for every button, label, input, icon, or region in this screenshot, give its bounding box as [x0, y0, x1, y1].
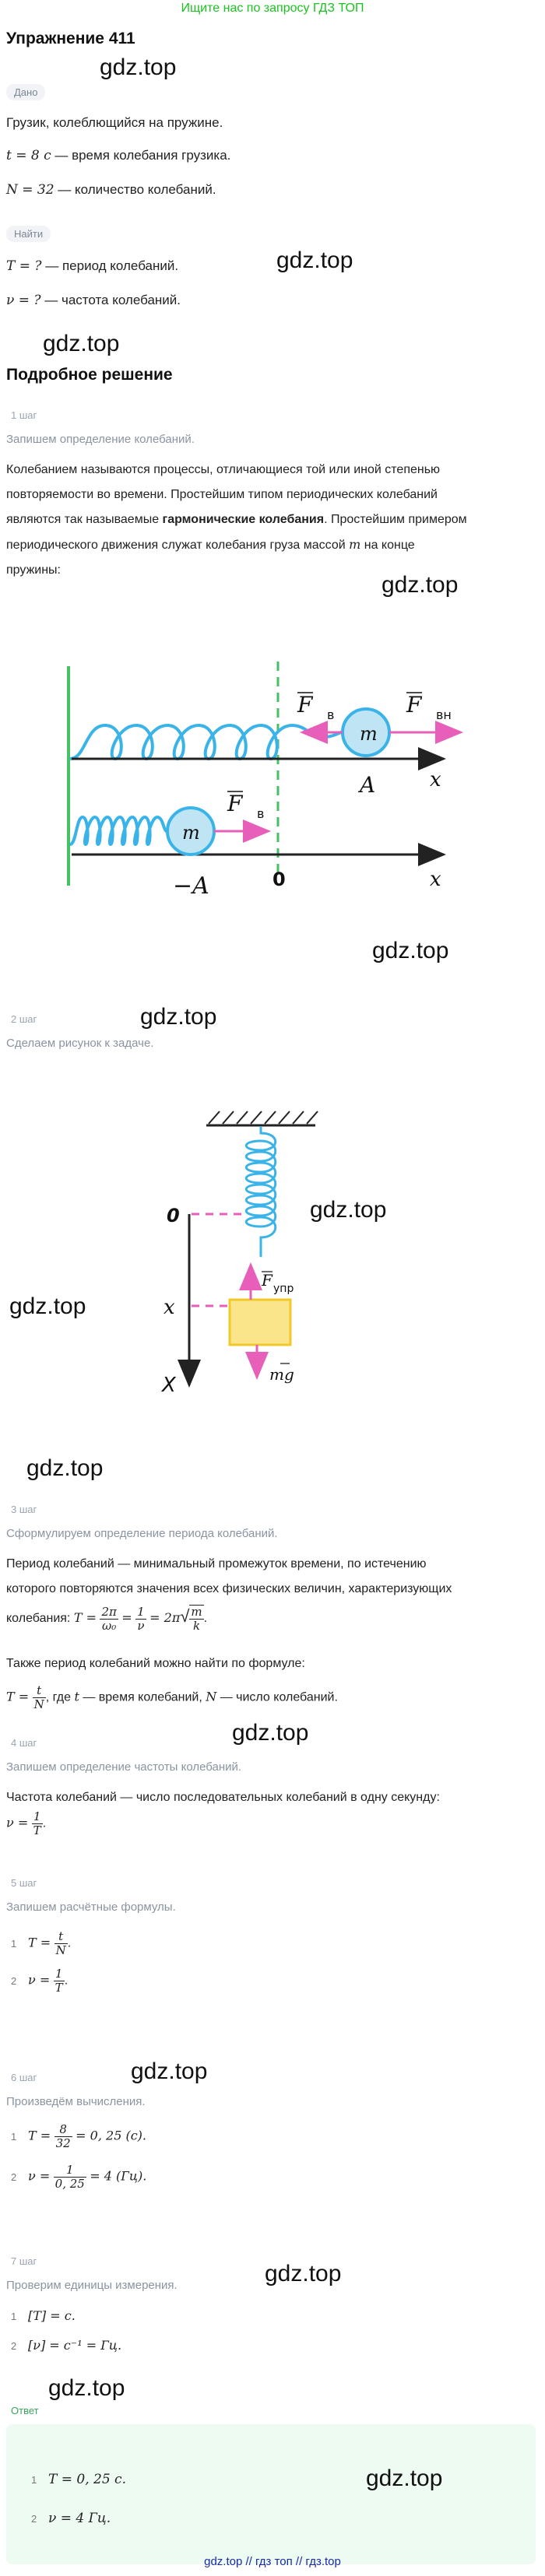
svg-text:m: m	[182, 822, 200, 844]
svg-text:F: F	[297, 692, 314, 718]
solution-title: Подробное решение	[6, 366, 173, 384]
svg-text:x: x	[430, 868, 441, 891]
step-caption: Сформулируем определение периода колебан…	[6, 1527, 278, 1540]
step-caption: Произведём вычисления.	[6, 2095, 146, 2108]
svg-text:A: A	[357, 772, 375, 798]
svg-text:0: 0	[167, 1205, 180, 1227]
svg-text:x: x	[430, 768, 441, 791]
frequency-definition: Частота колебаний — число последовательн…	[6, 1791, 440, 1804]
step-label: 5 шаг	[11, 1877, 37, 1889]
find-line-1: T = ? — период колебаний.	[6, 258, 179, 274]
step-label: 1 шаг	[11, 409, 37, 421]
top-banner[interactable]: Ищите нас по запросу ГДЗ ТОП	[181, 2, 364, 15]
units-list-item: 1[T] = с.	[11, 2308, 76, 2323]
watermark: gdz.top	[140, 1004, 217, 1030]
step-label: 7 шаг	[11, 2255, 37, 2267]
svg-text:в: в	[257, 806, 264, 821]
given-badge: Дано	[6, 84, 46, 100]
vertical-spring-figure: F упр mg 0 x X	[160, 1111, 318, 1397]
step-caption: Проверим единицы измерения.	[6, 2279, 178, 2292]
watermark: gdz.top	[100, 54, 177, 80]
svg-text:−A: −A	[173, 872, 209, 900]
svg-text:вн: вн	[436, 707, 452, 722]
svg-text:0: 0	[272, 869, 286, 890]
step-caption: Сделаем рисунок к задаче.	[6, 1037, 154, 1050]
step-caption: Запишем определение частоты колебаний.	[6, 1760, 242, 1774]
svg-text:x: x	[164, 1296, 175, 1319]
given-line-3: N = 32 — количество колебаний.	[6, 182, 216, 198]
svg-text:F: F	[261, 1271, 273, 1290]
mass-block	[228, 1298, 292, 1346]
period-alt-intro: Также период колебаний можно найти по фо…	[6, 1657, 305, 1670]
step-caption: Запишем определение колебаний.	[6, 433, 195, 446]
svg-text:X: X	[160, 1374, 177, 1397]
watermark: gdz.top	[26, 1455, 104, 1481]
spring-oscillation-figure: m F в F вн A x m F в −A 0 x	[67, 662, 463, 900]
units-list-item: 2[ν] = с⁻¹ = Гц.	[11, 2338, 122, 2353]
watermark: gdz.top	[382, 572, 459, 598]
footer-links[interactable]: gdz.top // гдз топ // гдз.top	[204, 2555, 341, 2568]
watermark: gdz.top	[310, 1197, 387, 1223]
watermark: gdz.top	[232, 1720, 309, 1746]
page-title: Упражнение 411	[6, 30, 135, 47]
svg-text:в: в	[327, 707, 334, 722]
step-label: 4 шаг	[11, 1737, 37, 1749]
step-label: 6 шаг	[11, 2072, 37, 2083]
watermark: gdz.top	[48, 2375, 125, 2401]
watermark: gdz.top	[131, 2058, 208, 2084]
answer-box	[6, 2424, 536, 2564]
given-line-2: t = 8 с — время колебания грузика.	[6, 148, 231, 163]
step1-paragraph: Колебанием называются процессы, отличающ…	[6, 463, 467, 577]
given-line-1: Грузик, колеблющийся на пружине.	[6, 115, 223, 130]
find-badge: Найти	[6, 226, 51, 242]
svg-text:упр: упр	[273, 1283, 294, 1295]
watermark: gdz.top	[9, 1293, 86, 1319]
step3-paragraph: Период колебаний — минимальный промежуто…	[6, 1557, 452, 1595]
svg-text:F: F	[227, 791, 244, 816]
watermark: gdz.top	[372, 938, 449, 963]
watermark: gdz.top	[276, 247, 353, 273]
step-label: 2 шаг	[11, 1013, 37, 1025]
find-line-2: ν = ? — частота колебаний.	[6, 293, 181, 308]
watermark: gdz.top	[366, 2465, 443, 2491]
watermark: gdz.top	[265, 2261, 342, 2286]
watermark: gdz.top	[43, 331, 120, 356]
vertical-spring	[244, 1126, 277, 1257]
svg-text:m: m	[360, 723, 378, 745]
step-label: 3 шаг	[11, 1504, 37, 1515]
answer-label: Ответ	[11, 2405, 39, 2416]
svg-text:mg: mg	[269, 1365, 294, 1384]
svg-text:F: F	[406, 692, 423, 718]
spring-compressed	[69, 815, 168, 847]
step-caption: Запишем расчётные формулы.	[6, 1900, 176, 1914]
spring-stretched	[69, 723, 343, 761]
